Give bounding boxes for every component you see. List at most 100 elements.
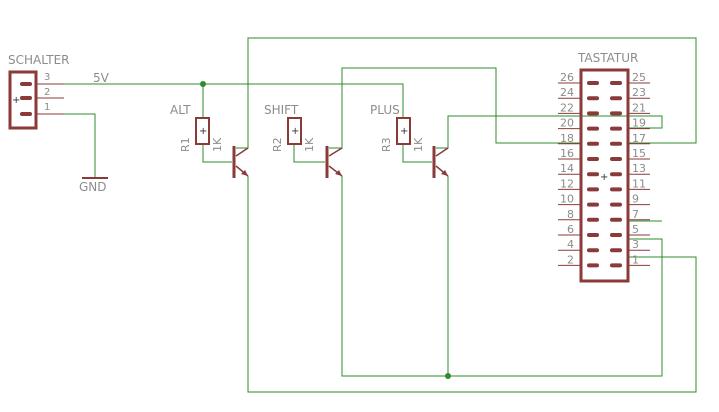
tastatur-name: TASTATUR xyxy=(577,51,638,65)
tastatur-pin-label-8: 8 xyxy=(567,208,574,221)
r1-body xyxy=(195,117,210,145)
tastatur-body xyxy=(579,68,630,283)
schalter-pin-1 xyxy=(20,112,32,116)
transistor-q3 xyxy=(432,146,449,178)
tastatur-pin-label-20: 20 xyxy=(560,117,574,130)
svg-text:+: + xyxy=(291,126,299,137)
wire-gnd xyxy=(42,113,96,178)
wire-r1-base xyxy=(202,144,232,163)
tastatur-pin-8 xyxy=(587,217,599,222)
tastatur-pin-label-19: 19 xyxy=(632,117,646,130)
tastatur-pin-4 xyxy=(587,248,599,253)
tastatur-pin-18 xyxy=(587,141,599,146)
wire-q1-collector xyxy=(236,37,697,149)
tastatur-pin-2 xyxy=(587,263,599,268)
schalter-pin-3 xyxy=(20,82,32,86)
tastatur-pin-10 xyxy=(587,202,599,207)
tastatur-pin-6 xyxy=(587,233,599,237)
tastatur-pin-label-1: 1 xyxy=(632,253,639,266)
tastatur-pin-15 xyxy=(610,157,622,161)
tastatur-pin-26 xyxy=(587,81,599,85)
tastatur-pin-label-24: 24 xyxy=(560,86,574,99)
tastatur-pin-label-22: 22 xyxy=(560,101,574,114)
net-label-gnd: GND xyxy=(79,180,107,194)
transistor-q2 xyxy=(325,146,343,178)
wire-r2-base xyxy=(293,144,325,163)
tastatur-pin-label-21: 21 xyxy=(632,101,646,114)
tastatur-pin-16 xyxy=(587,157,599,161)
wire-q1-emitter xyxy=(247,176,697,393)
net-label-5v: 5V xyxy=(93,71,110,85)
transistor-q1 xyxy=(232,146,249,178)
tastatur-pin-14 xyxy=(587,172,599,177)
tastatur-pin-label-25: 25 xyxy=(632,71,646,84)
junction-5v xyxy=(200,81,206,87)
tastatur-pin-12 xyxy=(587,187,599,192)
connector-schalter: SCHALTER + 3 2 1 xyxy=(8,53,70,130)
wire-r3-base xyxy=(402,144,432,163)
tastatur-pin-label-16: 16 xyxy=(560,147,574,160)
schalter-pin-2 xyxy=(20,96,32,100)
tastatur-pin-3 xyxy=(610,248,622,253)
r3-function-label: PLUS xyxy=(370,103,400,117)
tastatur-pin-24 xyxy=(587,96,599,101)
tastatur-pin-label-15: 15 xyxy=(632,147,646,160)
tastatur-pin-19 xyxy=(610,126,622,131)
wire-q2-emitter xyxy=(341,176,663,377)
svg-text:+: + xyxy=(400,126,408,137)
svg-text:+: + xyxy=(199,126,207,137)
r1-function-label: ALT xyxy=(170,103,191,117)
tastatur-pin-label-5: 5 xyxy=(632,223,639,236)
wire-5v-rail xyxy=(42,83,404,118)
tastatur-pin-label-3: 3 xyxy=(632,238,639,251)
tastatur-pin-label-10: 10 xyxy=(560,193,574,206)
tastatur-pin-label-9: 9 xyxy=(632,193,639,206)
tastatur-pin-label-26: 26 xyxy=(560,71,574,84)
tastatur-pin-9 xyxy=(610,202,622,207)
tastatur-pin-5 xyxy=(610,233,622,237)
resistor-r2: SHIFT + R2 1K xyxy=(264,103,316,152)
schalter-pin-label-2: 2 xyxy=(44,87,50,98)
resistor-r3: PLUS + R3 1K xyxy=(370,103,425,152)
schalter-pin-label-3: 3 xyxy=(44,72,50,83)
tastatur-pin-label-2: 2 xyxy=(567,253,574,266)
schalter-plus-marker: + xyxy=(12,95,20,106)
tastatur-pin-11 xyxy=(610,187,622,192)
r1-value: 1K xyxy=(211,137,224,152)
r3-ref: R3 xyxy=(380,137,393,152)
r2-ref: R2 xyxy=(271,137,284,152)
tastatur-pin-label-23: 23 xyxy=(632,86,646,99)
schalter-name: SCHALTER xyxy=(8,53,70,67)
tastatur-pin-20 xyxy=(587,126,599,131)
r3-body xyxy=(396,117,411,145)
tastatur-pin-label-11: 11 xyxy=(632,177,646,190)
r2-value: 1K xyxy=(303,137,316,152)
connector-tastatur: TASTATUR + 26242220181614121086422523211… xyxy=(558,51,650,283)
r2-body xyxy=(287,117,302,145)
tastatur-pin-17 xyxy=(610,141,622,146)
wire-q3-collector xyxy=(436,115,663,149)
tastatur-pin-21 xyxy=(610,111,622,116)
tastatur-pin-label-14: 14 xyxy=(560,162,574,175)
tastatur-pin-label-13: 13 xyxy=(632,162,646,175)
tastatur-pin-13 xyxy=(610,172,622,177)
junction-emitter-bus xyxy=(445,373,451,379)
wires xyxy=(42,37,697,393)
schalter-pins xyxy=(20,82,64,116)
tastatur-pin-1 xyxy=(610,263,622,268)
tastatur-pin-label-6: 6 xyxy=(567,223,574,236)
r1-ref: R1 xyxy=(179,137,192,152)
tastatur-pin-23 xyxy=(610,96,622,101)
r3-value: 1K xyxy=(412,137,425,152)
wire-q2-collector xyxy=(329,67,581,149)
tastatur-plus-marker: + xyxy=(600,172,608,183)
schalter-pin-label-1: 1 xyxy=(44,102,50,113)
r2-function-label: SHIFT xyxy=(264,103,299,117)
tastatur-pin-25 xyxy=(610,81,622,85)
tastatur-pin-label-12: 12 xyxy=(560,177,574,190)
resistor-r1: ALT + R1 1K xyxy=(170,103,224,152)
tastatur-pin-label-7: 7 xyxy=(632,208,639,221)
schalter-body xyxy=(8,70,38,130)
tastatur-pin-label-17: 17 xyxy=(632,132,646,145)
